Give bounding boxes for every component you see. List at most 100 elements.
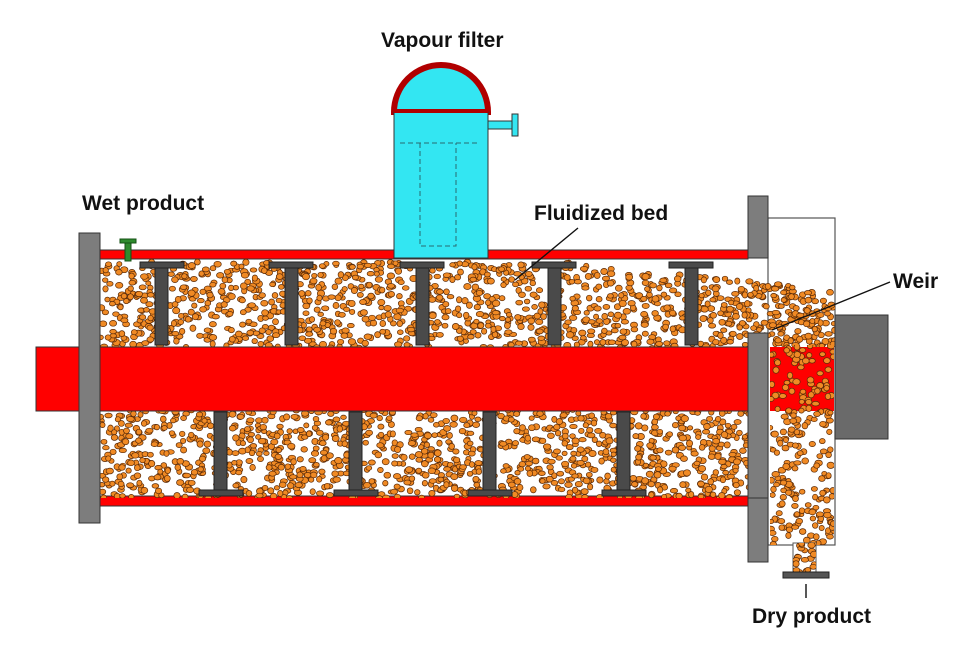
granule [422,412,429,420]
granule [429,267,436,274]
granule [453,493,461,498]
weir-leader [771,281,891,331]
granule [313,326,321,333]
granule [585,471,593,478]
granule [367,292,375,300]
granule [441,322,449,329]
granule [708,322,717,329]
granule [309,488,316,496]
granule [157,468,164,475]
granule [519,424,526,432]
granule [791,465,799,472]
granule [770,380,776,388]
granule [744,300,751,308]
granule [524,285,532,292]
granule [587,340,594,348]
granule [542,483,551,490]
granule [641,330,649,337]
granule [588,450,597,457]
granule [202,447,211,454]
granule [747,291,754,298]
granule [246,285,255,292]
granule [491,299,501,307]
granule [118,447,127,454]
granule [421,460,429,468]
granule [474,416,482,422]
granule [351,274,359,281]
granule [722,470,730,476]
granule [803,290,813,296]
granule [442,417,450,425]
granule [668,465,677,472]
granule [213,260,222,268]
granule [669,287,678,294]
granule [240,476,248,484]
granule [786,371,794,380]
granule [269,492,278,498]
granule [445,439,452,445]
granule [466,301,473,309]
granule [249,464,256,471]
granule [729,330,737,337]
granule [228,410,237,418]
granule [209,265,217,272]
granule [272,318,279,326]
granule [230,260,238,267]
granule [126,482,135,488]
granule [219,282,227,290]
granule [586,294,593,302]
granule [504,329,513,335]
granule [513,478,522,485]
granule [441,314,450,321]
granule [535,287,544,294]
wet-product-inlet [119,238,137,262]
granule [571,305,579,312]
granule [119,493,126,498]
granule [712,338,720,346]
granule [428,478,437,484]
granule [798,399,805,405]
granule [708,445,716,452]
granule [294,482,303,488]
granule [550,480,559,486]
granule [182,472,191,479]
granule [777,303,785,309]
granule [112,311,120,317]
granule [502,463,510,469]
granule [825,472,832,479]
granule [139,457,146,464]
granule [125,433,134,440]
granule [698,292,705,299]
granule [100,304,106,312]
granule [524,270,533,277]
granule [420,447,429,455]
granule [235,469,243,476]
granule [199,306,207,313]
granule [258,437,267,445]
granule [808,358,816,364]
granule [349,308,356,315]
granule [258,327,266,334]
granule [434,449,442,457]
granule [201,266,210,273]
granule [163,474,171,482]
granule [191,313,199,321]
granule [720,336,728,344]
granule [134,464,141,472]
granule [160,415,167,423]
granule [561,450,568,457]
granule [325,419,333,426]
granule [664,410,671,417]
granule [168,430,176,436]
granule [783,347,790,354]
granule [517,261,525,269]
granule [316,294,323,302]
granule [487,277,495,285]
granule [726,279,733,285]
granule [793,351,801,359]
granule [341,327,350,334]
granule [450,473,459,480]
granule [203,440,212,448]
granule [318,263,326,269]
granule [814,387,821,395]
